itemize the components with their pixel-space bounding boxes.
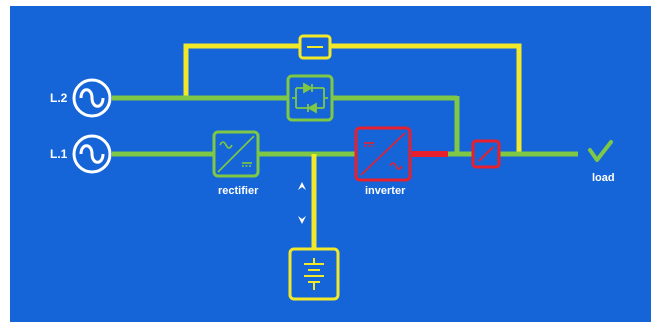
ac-source-icon bbox=[79, 88, 105, 108]
static-switch[interactable] bbox=[286, 74, 334, 122]
output-switch[interactable] bbox=[471, 139, 501, 169]
source-l2[interactable] bbox=[72, 78, 112, 118]
inverter-block[interactable] bbox=[354, 126, 412, 182]
inverter-label: inverter bbox=[365, 185, 406, 197]
load-label: load bbox=[592, 172, 615, 184]
battery-block[interactable] bbox=[288, 247, 340, 301]
dc-ac-converter-icon bbox=[360, 132, 406, 176]
rectifier-block[interactable] bbox=[212, 130, 260, 178]
manual-bypass-switch[interactable] bbox=[298, 34, 332, 60]
checkmark-icon bbox=[588, 140, 613, 162]
battery-icon bbox=[304, 258, 324, 290]
arrow-down-icon bbox=[298, 216, 306, 224]
rectifier-label: rectifier bbox=[218, 185, 259, 197]
source-l1-label: L.1 bbox=[50, 147, 68, 161]
ac-source-icon bbox=[79, 144, 105, 164]
source-l1[interactable] bbox=[72, 134, 112, 174]
static-switch-thyristor-icon bbox=[292, 82, 328, 114]
manual-bypass-line bbox=[183, 43, 522, 154]
source-l2-label: L.2 bbox=[50, 91, 68, 105]
output-breaker-icon bbox=[478, 146, 494, 162]
arrow-up-icon bbox=[298, 182, 306, 190]
ac-dc-converter-icon bbox=[217, 135, 255, 173]
